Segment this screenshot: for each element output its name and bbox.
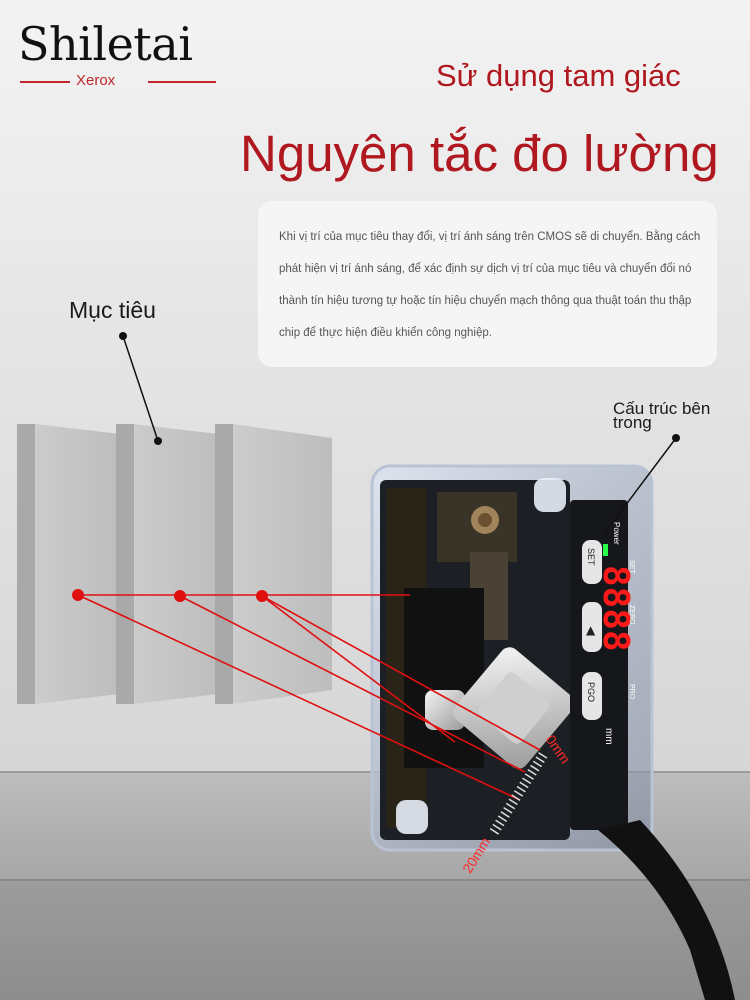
laser-spot (72, 589, 84, 601)
laser-sensor (370, 464, 654, 852)
brand-name: Shiletai (18, 17, 193, 71)
target-label: Mục tiêu (69, 297, 156, 323)
up-icon: ▲ (586, 623, 596, 637)
target-panel (215, 424, 332, 704)
power-led (603, 544, 608, 556)
logo-rule-right (148, 81, 216, 83)
brand-logo: Shiletai Xerox (18, 14, 223, 100)
laser-spot (174, 590, 186, 602)
laser-spot (256, 590, 268, 602)
pgo-button[interactable]: PGO (582, 672, 602, 720)
target-panel (116, 424, 218, 704)
sensor-unit-label: mm (603, 728, 614, 745)
sensor-set-label: SET (628, 560, 635, 574)
description-box: Khi vị trí của mục tiêu thay đổi, vị trí… (258, 201, 717, 367)
page-subtitle: Sử dụng tam giác (436, 58, 681, 93)
sensor-power-label: Power (612, 522, 621, 545)
target-pointer-line (122, 335, 159, 442)
set-button-label: SET (586, 548, 596, 566)
page-title: Nguyên tắc đo lường (240, 125, 719, 182)
set-button[interactable]: SET (582, 540, 602, 584)
sensor-pro-label: PRO (628, 684, 635, 700)
brand-sub: Xerox (76, 72, 116, 89)
description-text: Khi vị trí của mục tiêu thay đổi, vị trí… (279, 231, 701, 339)
internal-structure-label: Cấu trúc bên trong (613, 399, 711, 432)
sensor-zero-label: ZERO (628, 605, 635, 625)
logo-rule-left (20, 81, 70, 83)
up-button[interactable]: ▲ (582, 602, 602, 652)
pgo-button-label: PGO (586, 682, 596, 702)
structure-pointer-line (603, 437, 677, 535)
sensor-cable (598, 820, 735, 1000)
laser-beams (77, 594, 541, 801)
target-panel (17, 424, 120, 704)
scale-ruler (489, 749, 550, 835)
